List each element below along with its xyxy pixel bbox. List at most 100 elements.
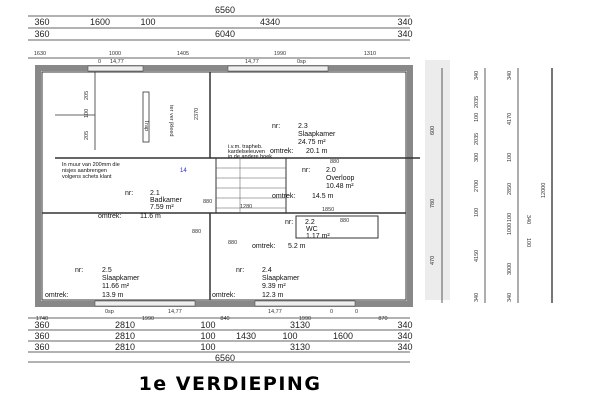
dim-label: 1990 — [142, 316, 154, 322]
plan-text: nr: — [302, 167, 310, 174]
dim-label: 360 — [34, 17, 49, 27]
plan-text: 2.4 — [262, 267, 272, 274]
dim-label: 205 — [84, 91, 90, 100]
dim-label: 1310 — [364, 51, 376, 57]
dim-label: 0sp — [105, 309, 114, 315]
plan-text: 1.17 m² — [306, 233, 330, 240]
dim-label: 2850 — [507, 183, 513, 195]
dim-label: 100 — [200, 331, 215, 341]
floor-title: 1e VERDIEPING — [139, 373, 322, 395]
dim-label: 340 — [397, 29, 412, 39]
plan-text: nr: — [236, 267, 244, 274]
plan-text: 13.9 m — [102, 292, 124, 299]
note-line: in de andere hoek — [228, 154, 272, 160]
dim-label: 1850 — [322, 207, 334, 213]
dim-label: 4340 — [260, 17, 280, 27]
plan-text: omtrek: — [98, 213, 121, 220]
closet-label: ter ver jkleed — [168, 105, 174, 137]
top-dimensions: 6560 360 1600 100 4340 340 360 6040 340 … — [28, 5, 413, 65]
plan-text: WC — [306, 226, 318, 233]
room-2-2: nr:2.2 WC1.17 m² omtrek:5.2 m — [252, 219, 330, 250]
note-line: i.v.m. trapheb. — [228, 144, 263, 150]
dim-label: 100 — [140, 17, 155, 27]
note-line: kardelseleuven — [228, 149, 265, 155]
dim-label: 780 — [430, 199, 436, 208]
sill-height: 14,77 — [245, 59, 259, 65]
dim-label: 0 — [330, 309, 333, 315]
dim-label: 2700 — [474, 180, 480, 192]
dim-label: 3130 — [290, 320, 310, 330]
plan-text: Slaapkamer — [102, 275, 140, 282]
dim-label: 340 — [474, 71, 480, 80]
plan-text: 24.75 m² — [298, 139, 326, 146]
dim-label: 340 — [397, 17, 412, 27]
dim-label: 470 — [430, 256, 436, 265]
dim-label: 1990 — [299, 316, 311, 322]
plan-text: omtrek: — [45, 292, 68, 299]
dim-label: 880 — [340, 218, 349, 224]
dim-label: 2035 — [474, 96, 480, 108]
plan-text: omtrek: — [212, 292, 235, 299]
plan-text: Slaapkamer — [262, 275, 300, 282]
note-line: volgens schets klant — [62, 174, 112, 180]
dim-label: 2370 — [194, 108, 200, 120]
dim-top-total: 6560 — [215, 5, 235, 15]
dim-label: 100 — [474, 208, 480, 217]
dim-label: 2810 — [115, 320, 135, 330]
plan-text: 5.2 m — [288, 243, 306, 250]
dim-label: 340 — [397, 331, 412, 341]
dim-label: 1280 — [240, 204, 252, 210]
dim-label: 1430 — [236, 331, 256, 341]
dim-label: 880 — [203, 199, 212, 205]
dim-label: 0 — [98, 59, 101, 65]
dim-label: 1990 — [274, 51, 286, 57]
dim-label: 3000 — [507, 263, 513, 275]
plan-text: nr: — [272, 123, 280, 130]
plan-text: 11.6 m — [140, 213, 161, 220]
plan-text: 10.48 m² — [326, 183, 354, 190]
dim-label: 2810 — [115, 342, 135, 352]
plan-text: 11.66 m² — [102, 283, 130, 290]
dim-label: 340 — [397, 342, 412, 352]
dim-label: 100 — [474, 113, 480, 122]
dim-label: 1630 — [34, 51, 46, 57]
dim-label: 100 — [200, 342, 215, 352]
dim-label: 4170 — [507, 113, 513, 125]
dim-label: 340 — [507, 71, 513, 80]
dim-label: 100 — [525, 238, 531, 247]
staircase — [216, 158, 286, 213]
dim-label: 100 — [84, 109, 90, 118]
dim-label: 300 — [474, 153, 480, 162]
plan-text: 12.3 m — [262, 292, 284, 299]
dim-label: 1405 — [177, 51, 189, 57]
bottom-dimensions: 0sp 14,77 14,77 0 0 1740 1990 840 1990 8… — [28, 309, 413, 363]
dim-label: 2810 — [115, 331, 135, 341]
sill-height: 14,77 — [168, 309, 182, 315]
dim-label: 1600 — [90, 17, 110, 27]
dim-bottom-total: 6560 — [215, 353, 235, 363]
plan-text: 2.1 — [150, 190, 160, 197]
dim-label: 600 — [430, 126, 436, 135]
dim-label: 100 — [507, 153, 513, 162]
dim-label: 340 — [474, 293, 480, 302]
plan-text: 2.0 — [326, 167, 336, 174]
dim-label: 880 — [192, 229, 201, 235]
dim-label: 360 — [34, 320, 49, 330]
dim-label: 6040 — [215, 29, 235, 39]
dim-label: 360 — [34, 29, 49, 39]
plan-text: nr: — [75, 267, 83, 274]
dim-label: 360 — [34, 331, 49, 341]
plan-text: omtrek: — [272, 193, 295, 200]
plan-text: 2.2 — [305, 219, 315, 226]
plan-text: Overloop — [326, 175, 355, 182]
dim-label: 880 — [330, 159, 339, 165]
plan-text: 7.59 m² — [150, 204, 174, 211]
right-dimensions: 600 780 470 340 2035 100 2035 300 2700 1… — [425, 60, 553, 303]
dim-label: 1600 — [333, 331, 353, 341]
